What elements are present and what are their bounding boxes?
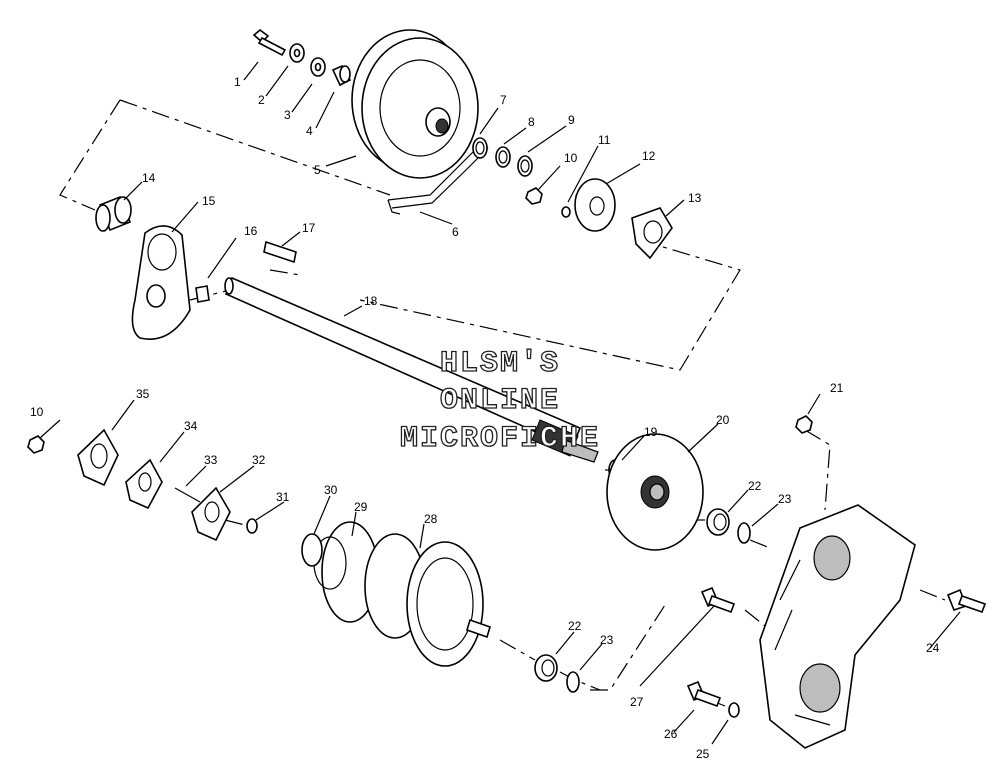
callout-16: 16	[244, 224, 258, 238]
callout-21: 21	[830, 381, 844, 395]
callout-32: 32	[252, 453, 266, 467]
washer-2	[289, 43, 305, 63]
watermark-line-2: ONLINE	[440, 384, 560, 418]
washer-25	[728, 702, 740, 718]
bearing-plate-12	[574, 178, 616, 232]
callout-22-lower: 22	[568, 619, 582, 633]
bolt-1	[252, 28, 287, 57]
bearing-14	[95, 195, 132, 232]
bolt-27	[700, 586, 736, 614]
bushing-22-lower	[534, 654, 558, 682]
watermark: HLSM'S ONLINE MICROFICHE	[399, 346, 600, 456]
hub-30	[301, 533, 323, 567]
callout-33: 33	[204, 453, 218, 467]
callout-20: 20	[716, 413, 730, 427]
callout-30: 30	[324, 483, 338, 497]
callout-23-lower: 23	[600, 633, 614, 647]
washer-3	[310, 57, 326, 77]
callout-22-upper: 22	[748, 479, 762, 493]
callout-18: 18	[364, 294, 378, 308]
screw-16	[195, 285, 210, 303]
key-17	[263, 240, 297, 264]
callout-35: 35	[136, 387, 150, 401]
callout-2: 2	[258, 93, 265, 107]
callout-17: 17	[302, 221, 316, 235]
drive-sprockets-28	[321, 521, 491, 667]
callout-15: 15	[202, 194, 216, 208]
flange-13	[631, 207, 673, 260]
callout-3: 3	[284, 108, 291, 122]
callout-5: 5	[314, 163, 321, 177]
ring-8	[495, 146, 511, 168]
bushing-22-upper	[706, 508, 730, 536]
nut-21	[795, 415, 813, 434]
watermark-line-1: HLSM'S	[440, 347, 560, 381]
watermark-line-3: MICROFICHE	[400, 422, 600, 456]
callout-numbers: 1 2 3 4 5 6 7 8 9 10 10 11 12 13 14 15 1…	[30, 75, 940, 761]
callout-24: 24	[926, 641, 940, 655]
callout-31: 31	[276, 490, 290, 504]
callout-26: 26	[664, 727, 678, 741]
callout-4: 4	[306, 124, 313, 138]
callout-11: 11	[598, 133, 611, 147]
ring-9	[517, 155, 533, 177]
sprocket-5	[351, 29, 479, 179]
seal-31	[246, 518, 258, 534]
brake-disc-20	[606, 433, 704, 551]
callout-9: 9	[568, 113, 575, 127]
cap-23-lower	[566, 671, 580, 693]
chaincase-housing	[759, 504, 916, 749]
callout-29: 29	[354, 500, 368, 514]
callout-8: 8	[528, 115, 535, 129]
callout-34: 34	[184, 419, 198, 433]
callout-28: 28	[424, 512, 438, 526]
callout-13: 13	[688, 191, 702, 205]
cap-23-upper	[737, 522, 751, 544]
callout-6: 6	[452, 225, 459, 239]
spring-33	[174, 487, 201, 503]
gasket-34	[125, 458, 163, 510]
ring-7	[472, 137, 488, 159]
flange-35	[77, 428, 119, 487]
callout-25: 25	[696, 747, 710, 761]
washer-11	[561, 206, 571, 218]
shaft-18	[224, 276, 599, 463]
bearing-plate-32	[191, 486, 231, 542]
callout-7: 7	[500, 93, 507, 107]
leader-lines	[39, 61, 961, 745]
bolt-26	[686, 680, 722, 708]
callout-27: 27	[630, 695, 644, 709]
callout-10-top: 10	[564, 151, 578, 165]
callout-10-left: 10	[30, 405, 44, 419]
nut-10-left	[27, 435, 45, 454]
callout-1: 1	[234, 75, 241, 89]
callout-12: 12	[642, 149, 656, 163]
callout-19: 19	[644, 425, 658, 439]
callout-23-upper: 23	[778, 492, 792, 506]
nut-10-top	[525, 187, 543, 205]
spacer-4	[331, 64, 352, 87]
callout-14: 14	[142, 171, 156, 185]
bolt-24	[946, 588, 987, 614]
housing-plate-15	[131, 225, 191, 340]
